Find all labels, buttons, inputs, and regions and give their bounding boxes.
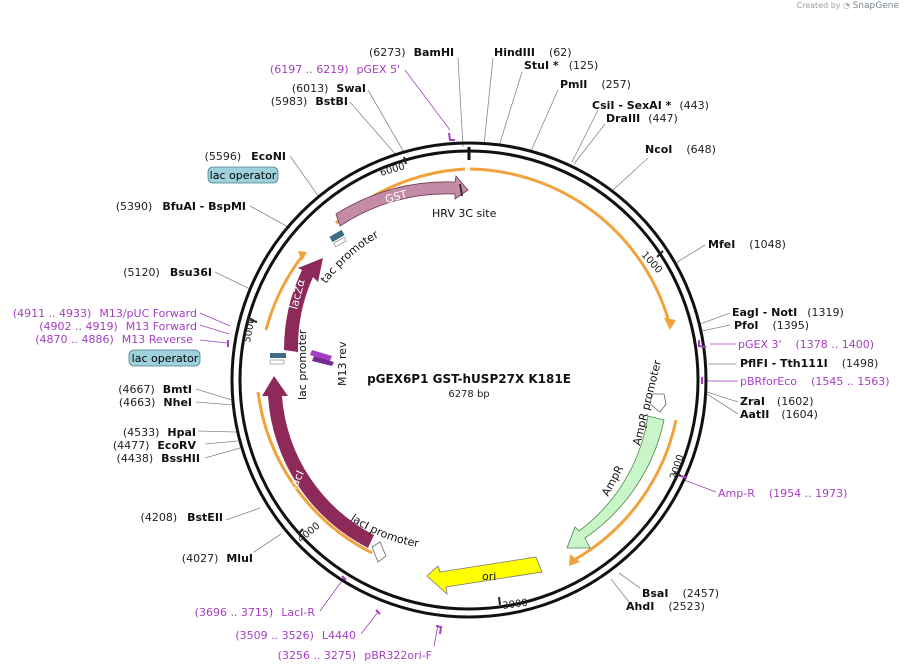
primer-label-pgex5: (6197 .. 6219)pGEX 5' xyxy=(270,63,400,76)
site-label-pmli: PmlI(257) xyxy=(560,78,631,91)
tick-label-4000: 4000 xyxy=(296,521,323,546)
lacz-alpha-feature[interactable] xyxy=(283,258,323,352)
ampr-feature[interactable] xyxy=(566,415,665,549)
lac-operator-box-left-label: lac operator xyxy=(132,352,199,365)
site-label-draiii: DraIII(447) xyxy=(606,112,678,125)
m13-rev-primer-marker xyxy=(310,350,334,366)
site-label-bmti: (4667)BmtI xyxy=(118,383,192,396)
site-label-bsshii: (4438)BssHII xyxy=(117,452,200,465)
hrv-3c-site-label: HRV 3C site xyxy=(432,207,497,220)
restriction-site-labels: (6273)BamHI HindIII(62) StuI *(125) PmlI… xyxy=(113,46,878,613)
site-label-pfoi: PfoI(1395) xyxy=(734,319,809,332)
ori-feature[interactable] xyxy=(426,556,543,596)
primer-label-amp-r: Amp-R(1954 .. 1973) xyxy=(718,487,847,500)
primer-labels: (6197 .. 6219)pGEX 5' pGEX 3'(1378 .. 14… xyxy=(13,63,890,662)
site-label-ecorv: (4477)EcoRV xyxy=(113,439,197,452)
site-label-nhei: (4663)NheI xyxy=(119,396,192,409)
ori-label: ori xyxy=(482,570,496,583)
ampr-promoter-marker xyxy=(649,393,667,413)
lac-operator-box-left: lac operator xyxy=(128,349,201,367)
site-label-ahdi: AhdI(2523) xyxy=(626,600,705,613)
primer-label-pbrforeco: pBRforEco(1545 .. 1563) xyxy=(740,375,890,388)
site-label-zrai: ZraI(1602) xyxy=(740,395,814,408)
scale-ticks xyxy=(249,156,682,606)
primer-label-m13-reverse: (4870 .. 4886)M13 Reverse xyxy=(35,333,193,346)
site-label-bsai: BsaI(2457) xyxy=(642,587,719,600)
orf-arc-lacz xyxy=(264,254,305,331)
site-label-mlui: (4027)MluI xyxy=(182,552,253,565)
lac-operator-box-top: lac operator xyxy=(207,166,279,184)
credit-brand: SnapGene xyxy=(852,1,899,11)
laci-feature[interactable] xyxy=(262,376,374,548)
site-label-bsu36i: (5120)Bsu36I xyxy=(123,266,212,279)
site-label-bamhi: (6273)BamHI xyxy=(369,46,454,59)
hrv-3c-site-marker xyxy=(459,183,463,197)
lac-promoter-label: lac promoter xyxy=(296,329,309,400)
site-label-bfuai-bspmi: (5390)BfuAI - BspMI xyxy=(116,200,246,213)
lac-operator-marker xyxy=(270,353,286,358)
site-label-ncoi: NcoI(648) xyxy=(645,143,716,156)
site-label-bstbi: (5983)BstBI xyxy=(271,95,348,108)
site-label-econi: (5596)EcoNI xyxy=(205,150,286,163)
gst-label: GST xyxy=(383,188,408,207)
site-label-bsteii: (4208)BstEII xyxy=(141,511,223,524)
site-label-mfei: MfeI(1048) xyxy=(708,238,786,251)
primer-leader-lines xyxy=(199,69,738,647)
site-label-hindiii: HindIII(62) xyxy=(494,46,572,59)
site-label-swai: (6013)SwaI xyxy=(292,82,366,95)
primer-label-m13-forward: (4902 .. 4919)M13 Forward xyxy=(39,320,197,333)
plasmid-length: 6278 bp xyxy=(448,389,489,400)
backbone-outer-ring xyxy=(230,141,708,619)
tac-promoter-marker xyxy=(333,236,347,248)
tick-label-6000: 6000 xyxy=(379,161,406,179)
primer-label-m13-puc-forward: (4911 .. 4933)M13/pUC Forward xyxy=(13,307,197,320)
primer-label-l4440: (3509 .. 3526)L4440 xyxy=(235,629,356,642)
primer-markers xyxy=(227,132,707,635)
snapgene-logo-icon: ◔ xyxy=(843,1,851,10)
site-label-stui: StuI *(125) xyxy=(524,59,598,72)
primer-label-pbr322ori-f: (3256 .. 3275)pBR322ori-F xyxy=(278,649,432,662)
m13-rev-label: M13 rev xyxy=(336,341,349,386)
orf-arrowheads xyxy=(298,251,676,566)
site-leader-lines xyxy=(195,57,739,603)
tac-operator-marker xyxy=(329,229,345,243)
orf-arc-main xyxy=(469,167,671,323)
site-label-eagi-noti: EagI - NotI(1319) xyxy=(732,306,844,319)
lac-operator-box-top-label: lac operator xyxy=(210,169,277,182)
site-label-csii-sexai: CsiI - SexAI *(443) xyxy=(592,99,709,112)
orf-arc-laci xyxy=(256,391,373,555)
tac-promoter-label: tac promoter xyxy=(318,228,381,286)
site-label-hpai: (4533)HpaI xyxy=(123,426,196,439)
primer-label-pgex3: pGEX 3'(1378 .. 1400) xyxy=(738,338,874,351)
primer-label-laci-r: (3696 .. 3715)LacI-R xyxy=(195,606,316,619)
site-label-pflfi-tth111i: PflFI - Tth111I(1498) xyxy=(740,357,878,370)
tick-label-3000: 3000 xyxy=(502,598,529,612)
site-label-aatii: AatII(1604) xyxy=(740,408,818,421)
tick-label-5000: 5000 xyxy=(242,317,257,344)
laci-promoter-marker xyxy=(371,541,387,563)
orf-arc-ampr xyxy=(573,419,678,562)
credit-prefix: Created by xyxy=(796,1,841,10)
snapgene-credit: Created by ◔ SnapGene xyxy=(797,1,900,11)
plasmid-name: pGEX6P1 GST-hUSP27X K181E xyxy=(367,372,571,386)
lac-promoter-marker xyxy=(269,359,285,365)
